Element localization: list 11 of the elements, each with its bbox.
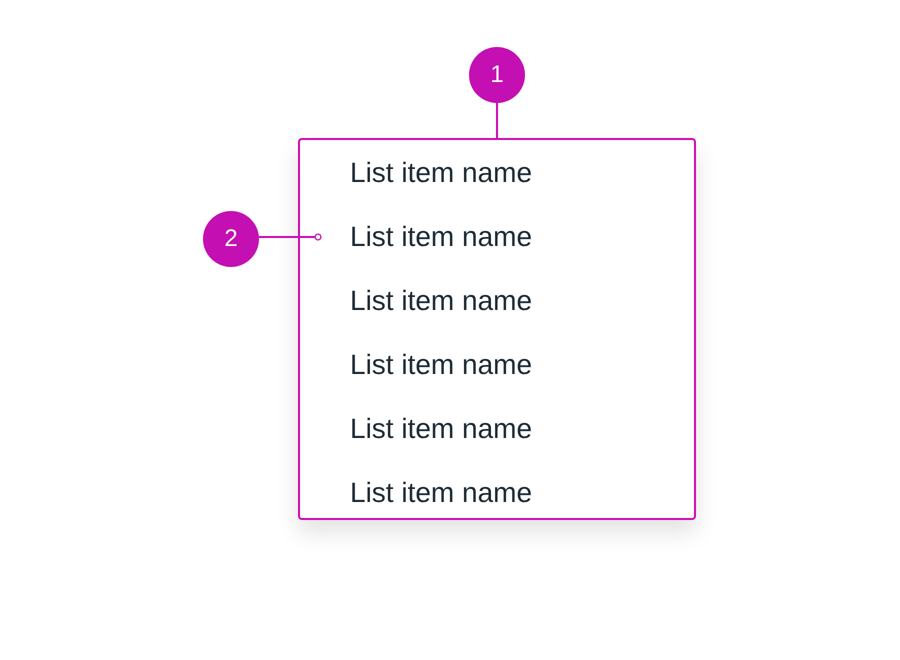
list-item: List item name <box>318 213 658 261</box>
leader-line <box>259 233 322 241</box>
list-item: List item name <box>318 149 658 197</box>
leader-line <box>496 103 498 138</box>
list-item: List item name <box>318 405 658 453</box>
list-item: List item name <box>318 277 658 325</box>
list-menu-panel <box>298 138 696 520</box>
callout-number: 1 <box>469 47 525 103</box>
callout-number: 2 <box>203 211 259 267</box>
list-item: List item name <box>318 469 658 517</box>
list-item: List item name <box>318 341 658 389</box>
